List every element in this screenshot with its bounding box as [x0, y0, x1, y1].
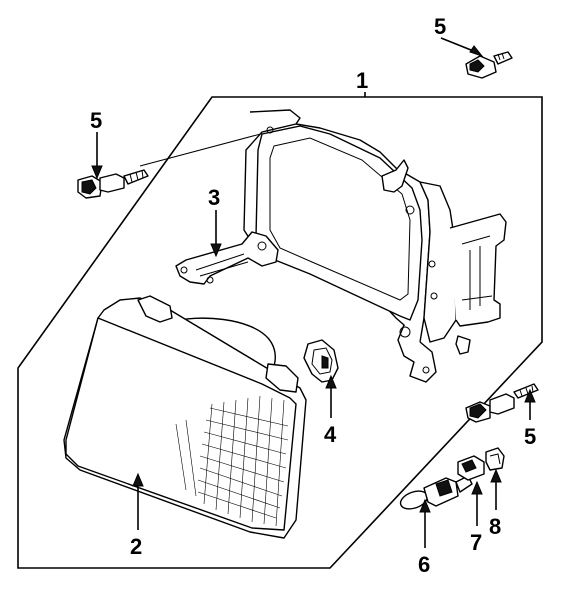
callout-5-left: 5 — [90, 108, 102, 133]
callout-6: 6 — [418, 552, 430, 577]
housing-frame — [243, 109, 507, 383]
callout-8: 8 — [489, 514, 501, 539]
assembly-outline — [17, 96, 543, 569]
clip — [485, 447, 505, 471]
leader-lines — [91, 37, 536, 548]
screw-5-left — [77, 169, 149, 199]
screw-5-right — [465, 383, 539, 423]
socket — [457, 455, 485, 481]
callout-5-top: 5 — [434, 14, 446, 39]
callout-3: 3 — [208, 185, 220, 210]
callout-7: 7 — [470, 530, 482, 555]
lens-grid — [175, 395, 289, 527]
bulb — [399, 475, 473, 510]
screw-5-top — [465, 51, 513, 79]
mounting-bracket — [175, 231, 279, 285]
callout-4: 4 — [324, 422, 337, 447]
callout-1: 1 — [356, 68, 368, 93]
headlamp-lens — [63, 295, 307, 539]
callout-2: 2 — [130, 534, 142, 559]
retaining-ring — [303, 339, 339, 383]
callout-5-right: 5 — [524, 424, 536, 449]
